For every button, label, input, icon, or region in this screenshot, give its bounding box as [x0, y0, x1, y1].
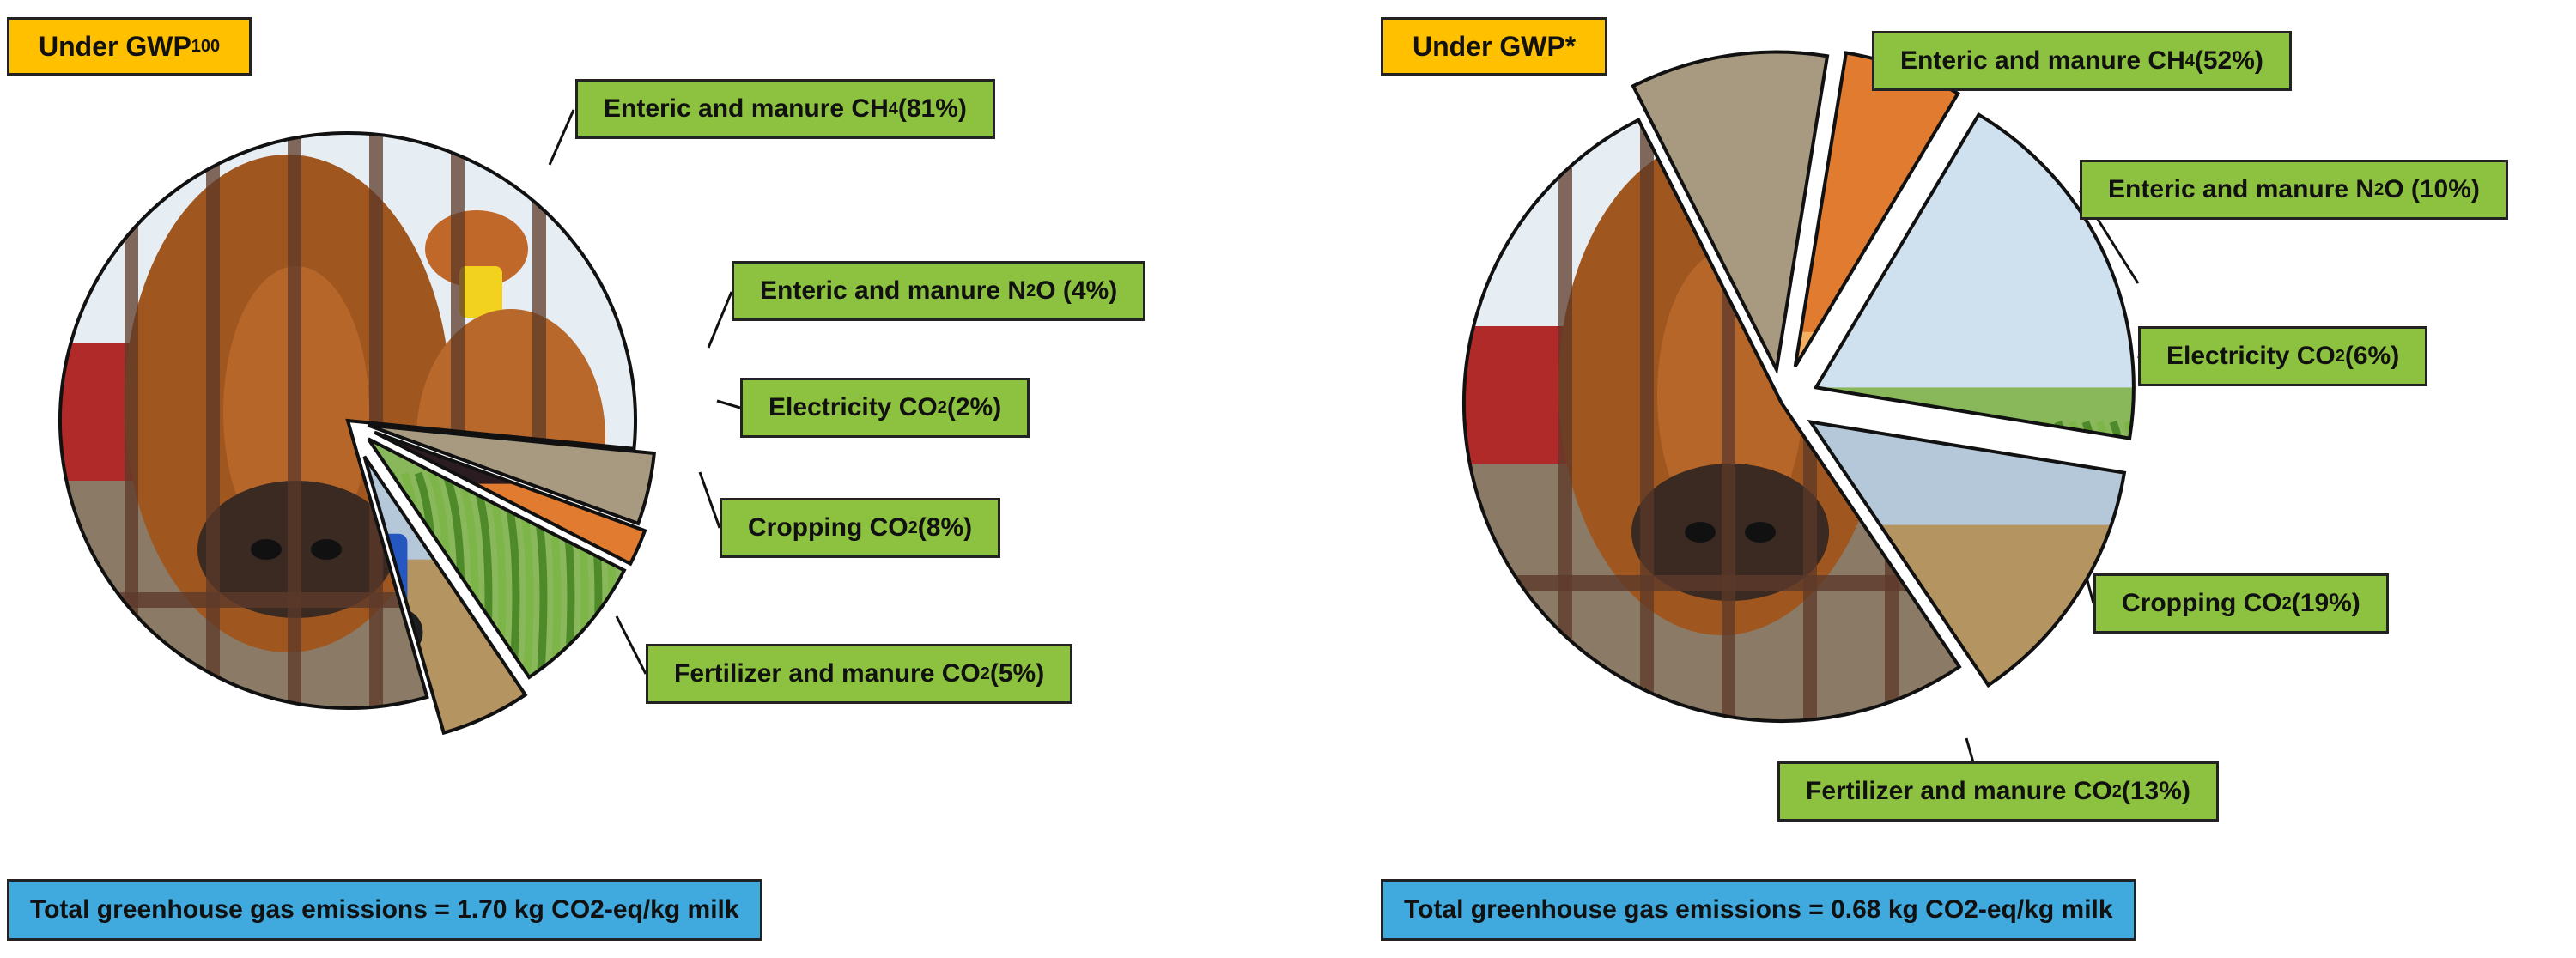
pie-slice-outline [367, 423, 656, 526]
total-emissions: Total greenhouse gas emissions = 1.70 kg… [7, 879, 762, 941]
pie-slice-outline [1807, 419, 2127, 688]
leader-line [707, 291, 733, 349]
pie-chart [58, 109, 741, 736]
pie-slice-outline [1631, 50, 1830, 375]
pie-chart [1462, 50, 2161, 769]
leader-line [698, 471, 721, 529]
pie-slice-outline [1462, 118, 1962, 723]
chart-title: Under GWP* [1381, 17, 1608, 76]
leader-line [548, 109, 575, 166]
leader-line [615, 615, 647, 675]
leader-line [716, 399, 741, 409]
pie-slice-outline [362, 455, 528, 736]
pie-slice-outline [374, 430, 647, 567]
pie-slice-outline [58, 131, 637, 710]
pie-slice-outline [367, 437, 627, 680]
pie-slice-outline [1813, 112, 2136, 440]
total-emissions: Total greenhouse gas emissions = 0.68 kg… [1381, 879, 2136, 941]
